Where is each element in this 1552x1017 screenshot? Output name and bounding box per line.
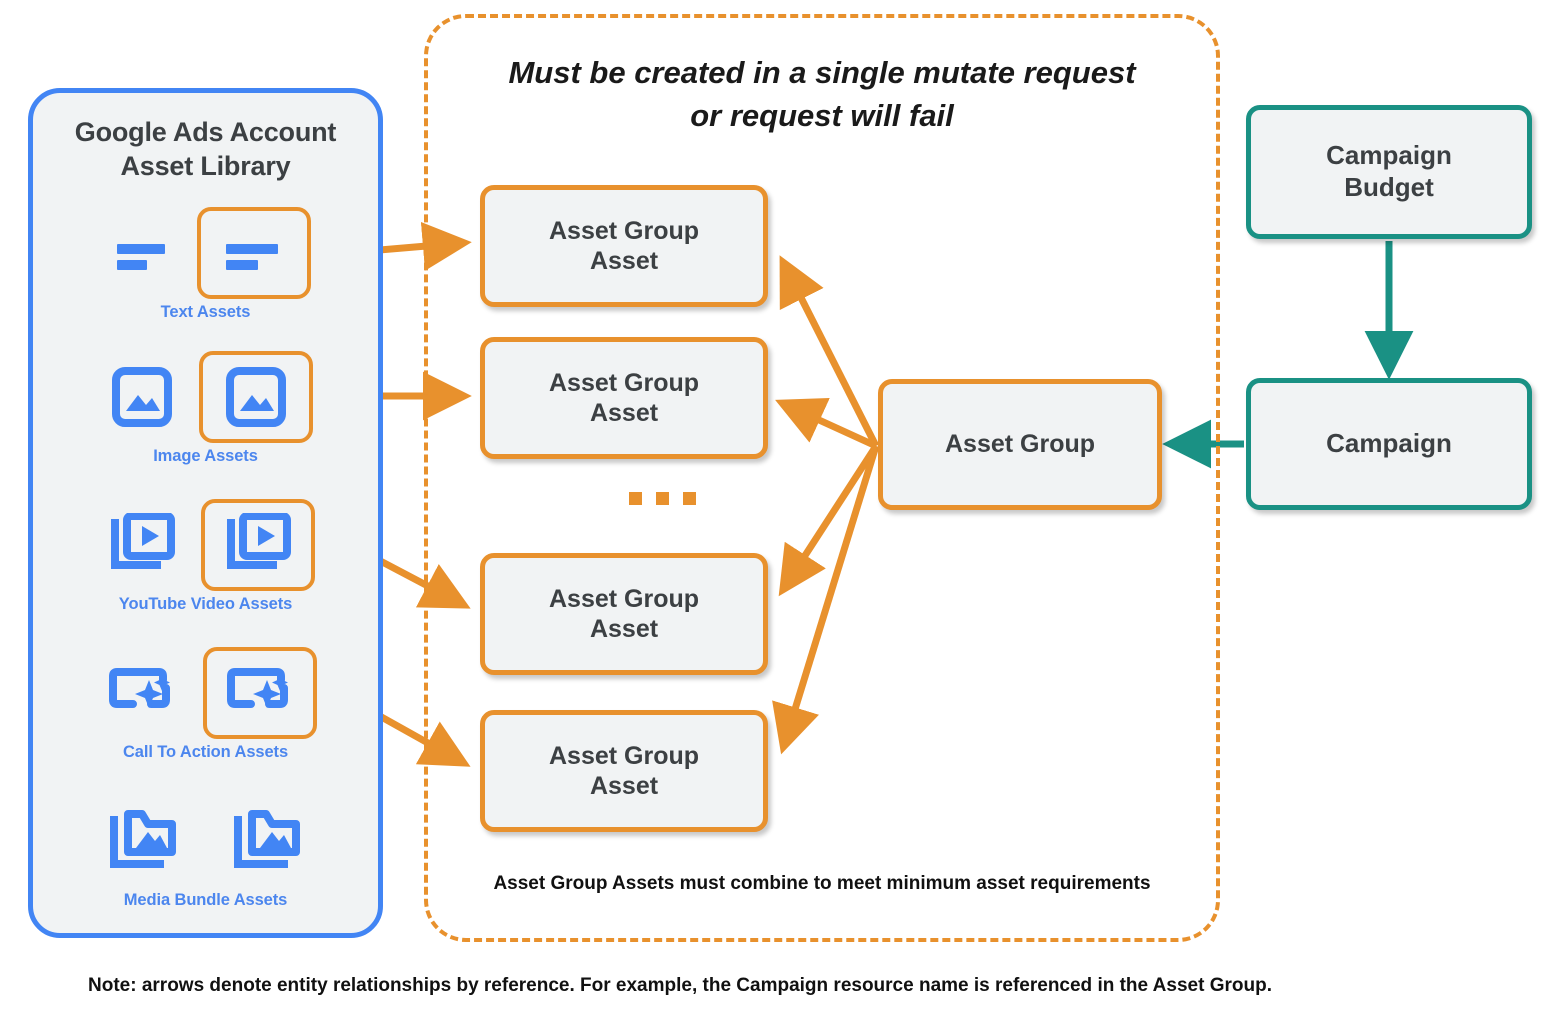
mutate-title-line1: Must be created in a single mutate reque…	[508, 55, 1136, 90]
campaign-budget-label-line1: Campaign	[1326, 140, 1452, 171]
media-bundle-asset-icon-plain-2	[220, 798, 316, 884]
youtube-video-asset-icon	[110, 513, 175, 569]
asset-group-asset-node[interactable]: Asset Group Asset	[480, 553, 768, 675]
node-label-line1: Asset Group	[548, 741, 700, 770]
mutate-request-title: Must be created in a single mutate reque…	[424, 52, 1220, 138]
call-to-action-asset-highlight-box[interactable]	[202, 647, 317, 739]
node-label-line1: Asset Group	[548, 368, 700, 397]
ellipsis-dot	[629, 492, 642, 505]
media-bundle-asset-icon-2	[233, 810, 300, 868]
mutate-title-line2: or request will fail	[690, 97, 954, 133]
ellipsis-indicator	[629, 492, 696, 505]
image-asset-icon	[111, 367, 172, 427]
library-item-youtube-video-assets[interactable]: YouTube Video Assets	[33, 497, 378, 614]
text-asset-highlight-box[interactable]	[196, 207, 311, 299]
text-asset-icon-plain	[101, 222, 183, 284]
node-label-line2: Asset	[589, 772, 659, 800]
library-item-label: Call To Action Assets	[122, 743, 289, 761]
library-item-label: Media Bundle Assets	[123, 891, 288, 909]
youtube-video-asset-icon-selected	[226, 513, 291, 569]
image-asset-icon-plain	[99, 358, 185, 436]
library-title: Google Ads Account Asset Library	[33, 115, 378, 183]
call-to-action-asset-icon-selected	[226, 668, 288, 708]
ellipsis-dot	[683, 492, 696, 505]
asset-group-asset-node[interactable]: Asset Group Asset	[480, 337, 768, 459]
image-asset-icon-selected	[225, 367, 286, 427]
library-item-media-bundle-assets[interactable]: Media Bundle Assets	[33, 793, 378, 910]
library-item-label: YouTube Video Assets	[118, 595, 293, 613]
media-bundle-asset-icon-plain-1	[96, 798, 192, 884]
node-label-line1: Asset Group	[548, 584, 700, 613]
mutate-request-container	[424, 14, 1220, 942]
asset-group-label: Asset Group	[944, 430, 1096, 459]
image-asset-highlight-box[interactable]	[198, 351, 313, 443]
media-bundle-asset-icon	[109, 810, 176, 868]
call-to-action-asset-icon	[108, 668, 170, 708]
campaign-label: Campaign	[1326, 428, 1452, 459]
asset-group-asset-node[interactable]: Asset Group Asset	[480, 185, 768, 307]
library-item-text-assets[interactable]: Text Assets	[33, 205, 378, 322]
library-item-label: Image Assets	[153, 447, 258, 465]
text-asset-icon	[116, 244, 165, 270]
library-item-image-assets[interactable]: Image Assets	[33, 349, 378, 466]
minimum-requirements-note: Asset Group Assets must combine to meet …	[493, 873, 1151, 894]
campaign-budget-node[interactable]: Campaign Budget	[1246, 105, 1532, 239]
node-label-line2: Asset	[589, 399, 659, 427]
library-title-line1: Google Ads Account	[74, 117, 337, 147]
asset-group-asset-node[interactable]: Asset Group Asset	[480, 710, 768, 832]
library-item-label: Text Assets	[160, 303, 251, 321]
node-label-line2: Asset	[589, 247, 659, 275]
library-title-line2: Asset Library	[120, 151, 291, 182]
youtube-video-asset-highlight-box[interactable]	[200, 499, 315, 591]
node-label-line2: Asset	[589, 615, 659, 643]
node-label-line1: Asset Group	[548, 216, 700, 245]
call-to-action-asset-icon-plain	[95, 658, 189, 728]
youtube-video-asset-icon-plain	[97, 505, 187, 585]
campaign-node[interactable]: Campaign	[1246, 378, 1532, 510]
ellipsis-dot	[656, 492, 669, 505]
footer-note: Note: arrows denote entity relationships…	[88, 975, 1272, 996]
text-asset-icon-selected	[225, 244, 278, 270]
asset-group-node[interactable]: Asset Group	[878, 379, 1162, 510]
campaign-budget-label-line2: Budget	[1344, 172, 1434, 202]
library-item-call-to-action-assets[interactable]: Call To Action Assets	[33, 645, 378, 762]
asset-library-panel: Google Ads Account Asset Library	[28, 88, 383, 938]
